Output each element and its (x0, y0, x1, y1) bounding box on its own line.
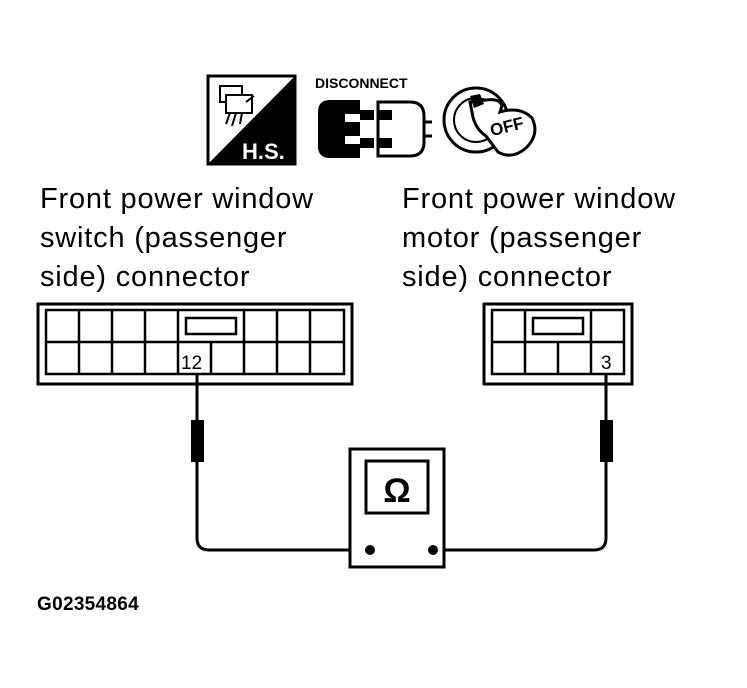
left-caption-line-1: Front power window (40, 183, 314, 215)
left-caption-line-2: switch (passenger (40, 222, 287, 254)
left-connector-caption: Front power window switch (passenger sid… (40, 183, 314, 293)
right-test-probe (600, 375, 613, 462)
figure-code: G02354864 (37, 594, 139, 615)
left-terminal-label: 12 (181, 353, 202, 374)
right-terminal-label: 3 (601, 353, 612, 374)
left-test-lead (195, 462, 370, 552)
disconnect-label: DISCONNECT (315, 75, 408, 91)
right-caption-line-3: side) connector (402, 261, 612, 293)
ignition-key-icon: OFF (442, 86, 537, 157)
right-connector-caption: Front power window motor (passenger side… (402, 183, 676, 293)
right-caption-line-1: Front power window (402, 183, 676, 215)
right-connector (482, 302, 634, 386)
harness-side-icon: H.S. (206, 74, 297, 166)
disconnect-icon: DISCONNECT (315, 75, 432, 158)
harness-side-label: H.S. (242, 139, 285, 164)
left-test-probe (191, 375, 204, 462)
right-test-lead (433, 462, 608, 552)
right-caption-line-2: motor (passenger (402, 222, 642, 254)
ohmmeter (348, 447, 446, 569)
left-connector (36, 302, 354, 386)
ohm-symbol: Ω (383, 472, 410, 510)
left-caption-line-3: side) connector (40, 261, 250, 293)
